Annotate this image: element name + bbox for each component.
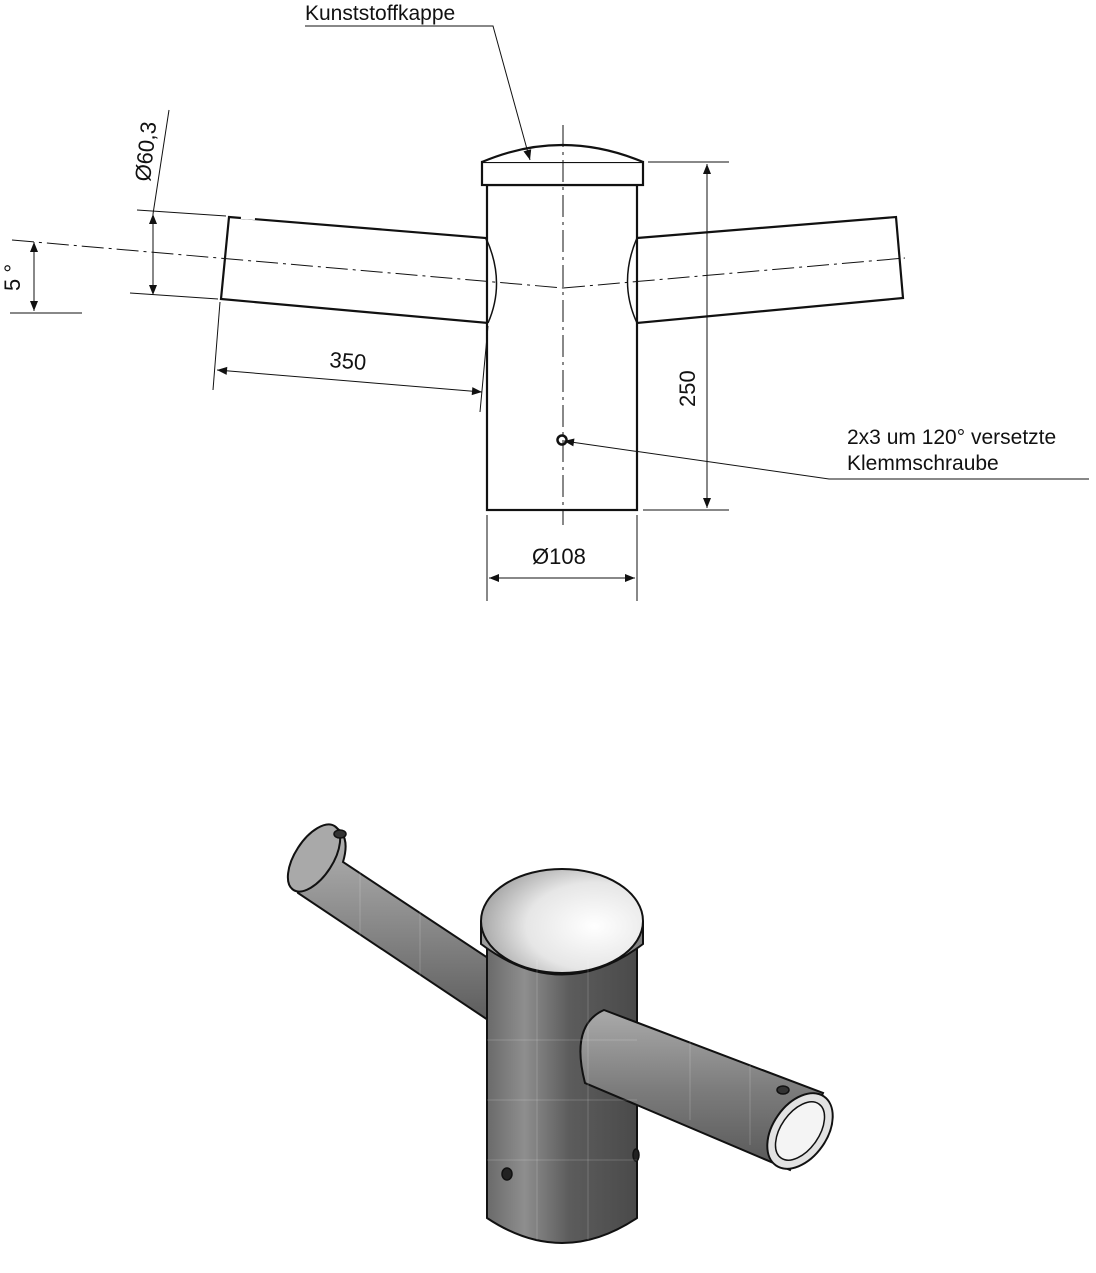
screw-label-line1: 2x3 um 120° versetzte	[847, 426, 1056, 449]
iso-right-arm	[579, 1008, 825, 1172]
arm-diameter-dimension: Ø60,3	[130, 120, 161, 182]
pole-diameter-dimension: Ø108	[532, 544, 586, 569]
cap-label: Kunststoffkappe	[305, 2, 455, 25]
isometric-view	[286, 823, 834, 1244]
height-dimension: 250	[675, 370, 700, 407]
arm-length-dimension: 350	[329, 347, 368, 375]
screw-label-line2: Klemmschraube	[847, 452, 999, 475]
left-arm	[219, 215, 498, 325]
pole	[485, 183, 639, 512]
angle-dimension: 5 °	[0, 264, 25, 291]
iso-cap-top	[480, 868, 644, 974]
front-view	[10, 25, 1089, 601]
clamp-screw	[556, 434, 568, 446]
iso-left-arm-end	[286, 823, 342, 893]
iso-reflection-grid	[359, 860, 751, 1240]
